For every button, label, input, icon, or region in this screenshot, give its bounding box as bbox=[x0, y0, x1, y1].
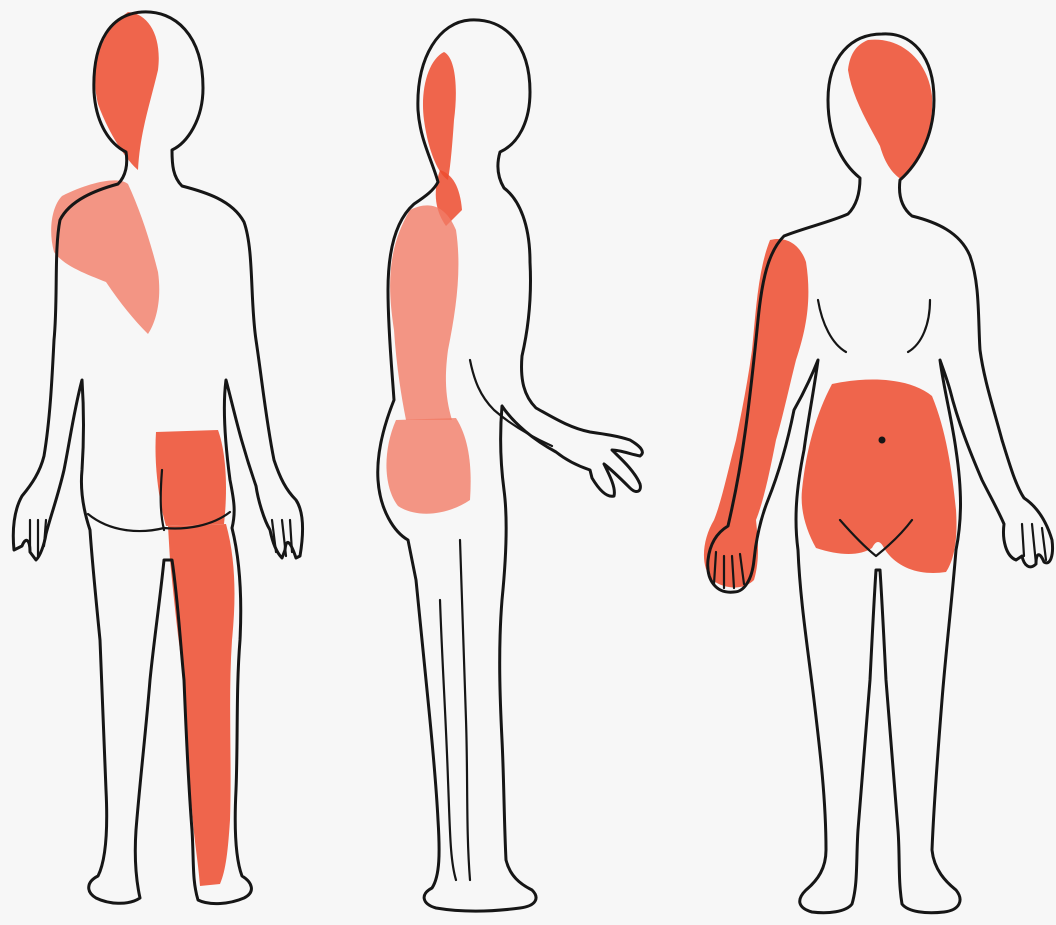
figure-anterior bbox=[704, 34, 1053, 913]
chest-line-left bbox=[818, 300, 846, 352]
pain-area-back-of-leg bbox=[168, 524, 234, 886]
figure-lateral bbox=[378, 20, 643, 911]
leg-inner-line bbox=[460, 540, 470, 880]
pain-area-lower-abdomen-pelvis bbox=[802, 380, 957, 573]
pain-area-back bbox=[390, 205, 458, 420]
pain-area-buttock-lateral bbox=[386, 418, 470, 514]
navel-mark bbox=[879, 437, 886, 444]
hand-finger-lines-right bbox=[272, 520, 292, 556]
arm-inner-line bbox=[470, 360, 552, 446]
pain-area-head-front bbox=[848, 40, 932, 180]
figure-posterior bbox=[13, 12, 302, 904]
chest-line-right bbox=[908, 300, 930, 352]
pain-area-shoulder-upper-back bbox=[51, 180, 159, 334]
pain-area-head-back bbox=[423, 52, 456, 180]
pain-area-buttock bbox=[155, 430, 226, 526]
back-leg-line bbox=[440, 600, 456, 880]
hand-finger-lines-left bbox=[30, 520, 46, 556]
